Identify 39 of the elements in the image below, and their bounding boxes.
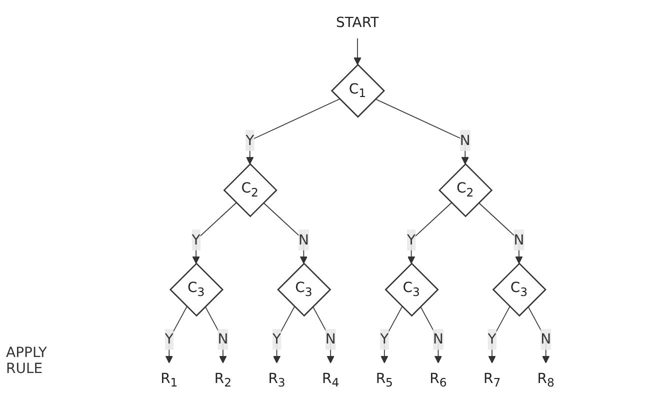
edge-label: Y	[192, 231, 200, 248]
node-text: START	[336, 14, 380, 31]
edge-label: Y	[246, 132, 254, 148]
node-diamond: C$_{2}$	[438, 163, 493, 218]
edge-label: Y	[380, 330, 389, 348]
edge-label: Y	[488, 330, 496, 348]
arrow	[192, 202, 237, 264]
edge-label: N	[460, 132, 470, 148]
arrow	[407, 202, 452, 264]
edge-label: Y	[272, 330, 282, 348]
edge-label: N	[540, 330, 552, 348]
arrow	[374, 98, 469, 164]
node-diamond: C$_{2}$	[223, 163, 278, 218]
node-text: R$_{1}$	[160, 370, 178, 390]
node-text: R$_{6}$	[430, 370, 447, 390]
edge-label: N	[432, 330, 444, 348]
node-text: R$_{4}$	[322, 370, 340, 390]
node-diamond: C$_{1}$	[330, 64, 385, 118]
edge-label: N	[218, 330, 228, 348]
node-text: R$_{5}$	[376, 370, 393, 390]
node-text: R$_{8}$	[537, 370, 554, 390]
edge-label: N	[325, 330, 336, 348]
edge-label: Y	[407, 231, 416, 248]
node-diamond: C$_{3}$	[492, 262, 546, 317]
node-diamond: C$_{3}$	[384, 262, 439, 317]
node-text: R$_{3}$	[268, 370, 286, 390]
arrow	[478, 202, 523, 264]
edge-label: Y	[164, 330, 174, 348]
node-text: R$_{2}$	[214, 370, 232, 390]
node-diamond: C$_{3}$	[169, 262, 224, 317]
row-label: APPLY RULE	[6, 345, 48, 377]
arrow	[246, 98, 340, 164]
arrow	[263, 202, 308, 264]
arrow	[272, 306, 295, 364]
edge-label: N	[298, 231, 309, 248]
node-text: R$_{7}$	[483, 370, 501, 390]
node-diamond: C$_{3}$	[277, 262, 332, 317]
arrow	[354, 38, 362, 65]
edge-label: N	[514, 231, 524, 248]
